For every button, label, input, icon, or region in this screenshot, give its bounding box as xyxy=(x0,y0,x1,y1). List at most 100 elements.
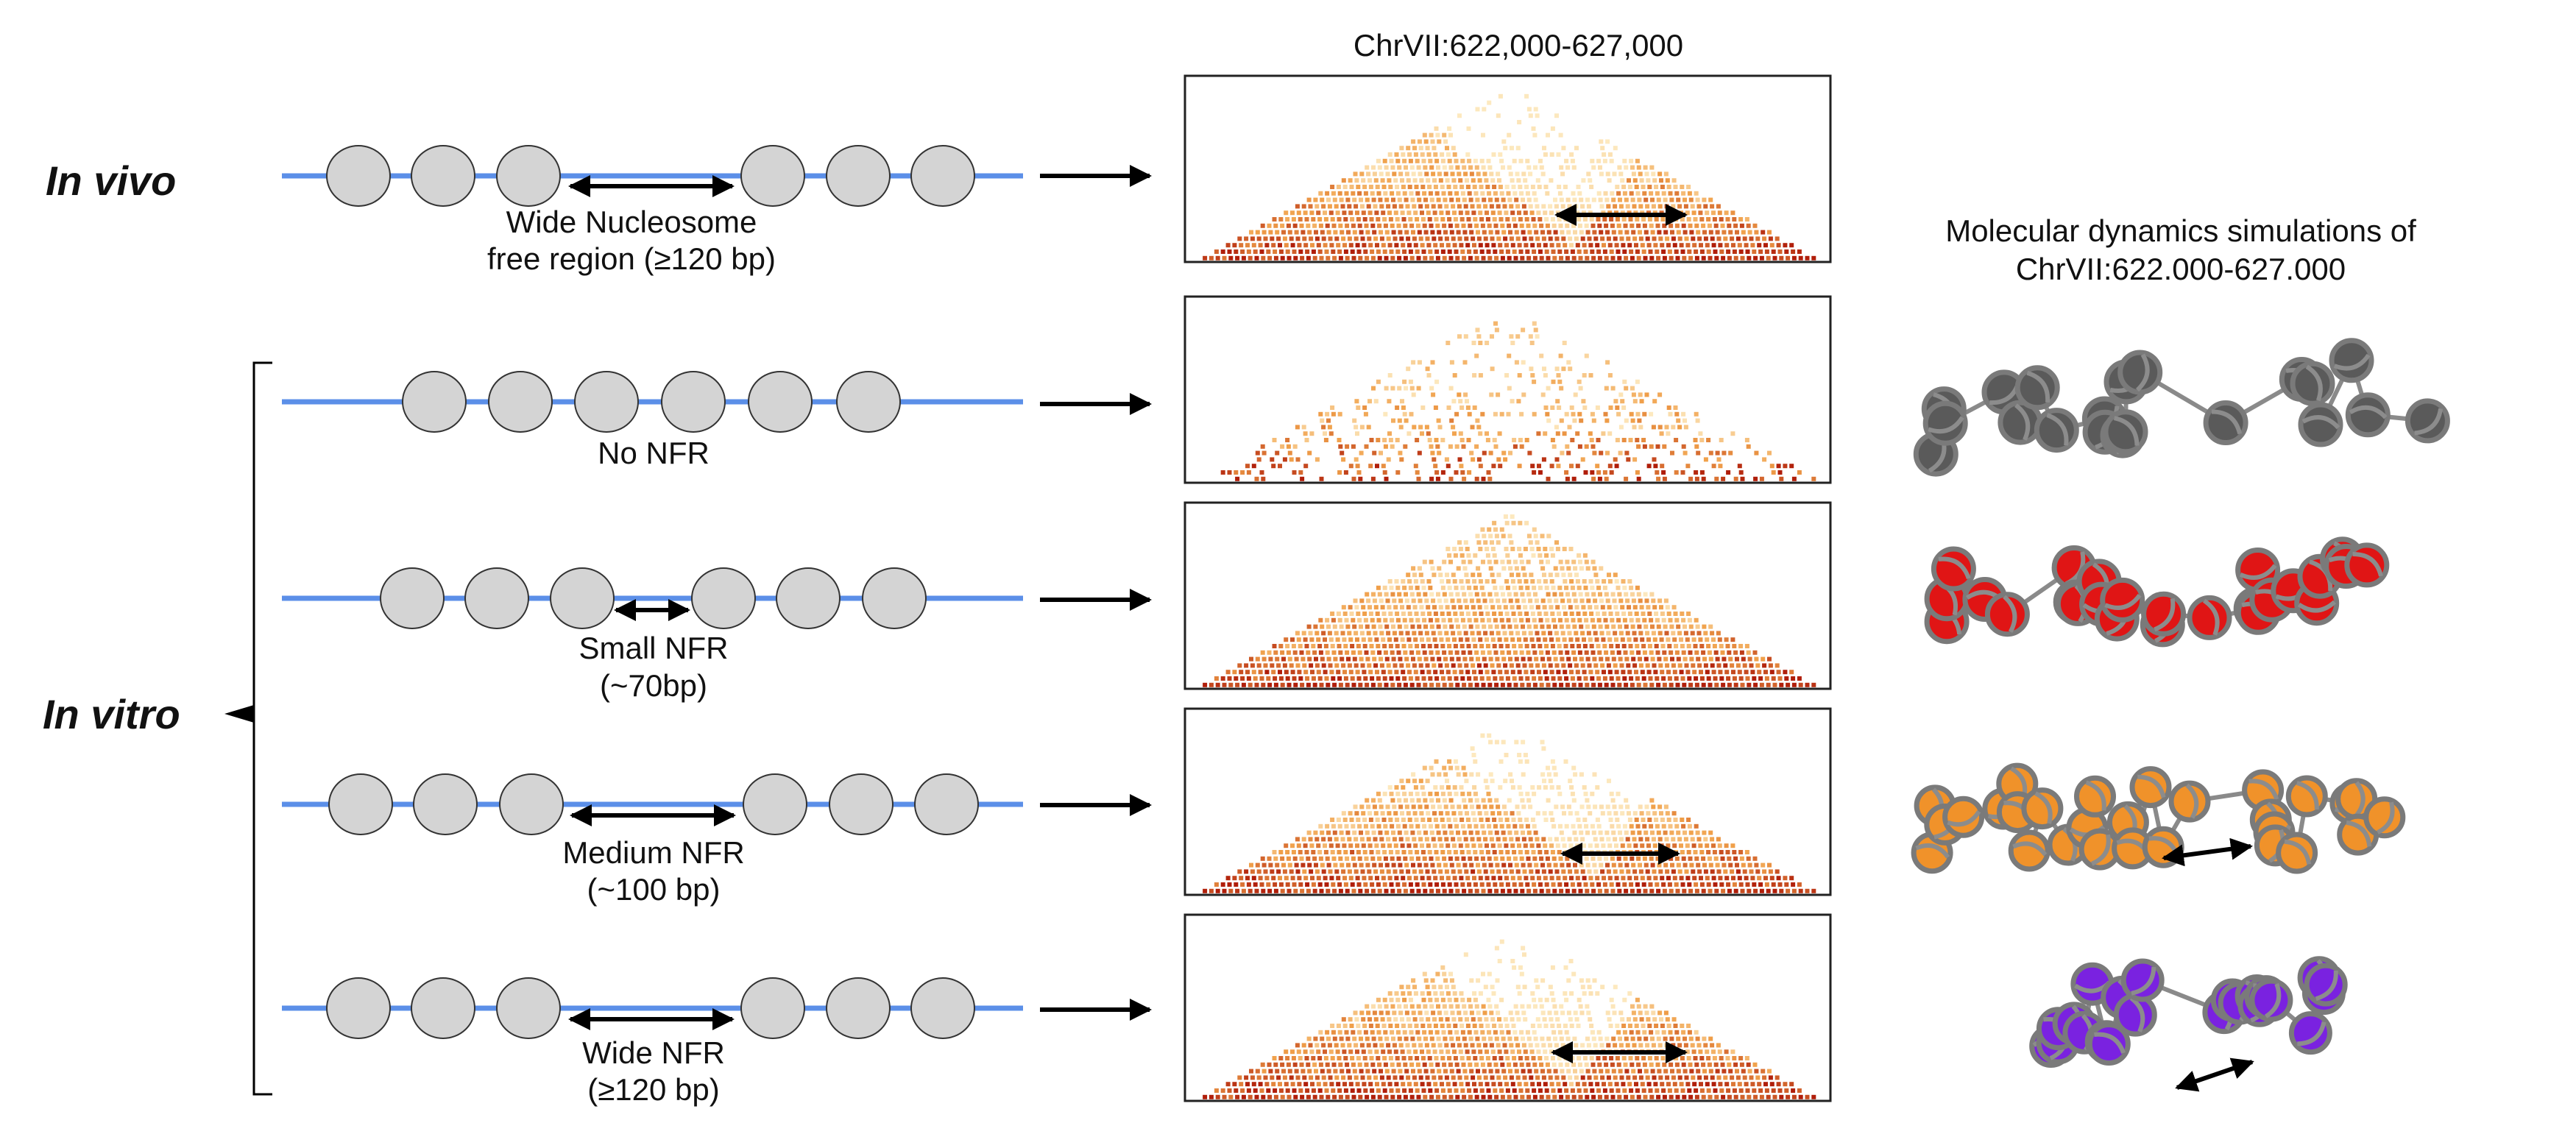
heatmap-cell xyxy=(1738,1056,1744,1060)
heatmap-cell xyxy=(1720,223,1725,228)
heatmap-cell xyxy=(1447,791,1452,796)
heatmap-cell xyxy=(1769,243,1774,248)
heatmap-cell xyxy=(1458,811,1463,816)
heatmap-cell xyxy=(1490,605,1496,610)
heatmap-cell xyxy=(1725,217,1730,222)
heatmap-cell xyxy=(1324,882,1329,887)
heatmap-cell xyxy=(1679,243,1684,248)
heatmap-cell xyxy=(1325,856,1330,861)
heatmap-cell xyxy=(1470,631,1475,636)
heatmap-cell xyxy=(1472,579,1477,584)
heatmap-cell xyxy=(1390,1062,1395,1067)
heatmap-cell xyxy=(1739,1062,1744,1067)
heatmap-cell xyxy=(1317,850,1323,854)
heatmap-cell xyxy=(1439,637,1444,642)
heatmap-cell xyxy=(1403,682,1408,687)
heatmap-cell xyxy=(1479,1024,1484,1028)
heatmap-cell xyxy=(1673,1024,1678,1028)
heatmap-cell xyxy=(1699,644,1705,648)
heatmap-cell xyxy=(1534,656,1539,662)
heatmap-cell xyxy=(1345,444,1350,449)
heatmap-cell xyxy=(1741,230,1746,235)
heatmap-cell xyxy=(1528,171,1533,177)
heatmap-cell xyxy=(1507,559,1512,564)
heatmap-cell xyxy=(1530,612,1535,616)
heatmap-cell xyxy=(1612,1010,1617,1016)
heatmap-cell xyxy=(1689,656,1694,662)
heatmap-cell xyxy=(1482,1036,1487,1041)
heatmap-cell xyxy=(1636,592,1641,597)
heatmap-cell xyxy=(1666,818,1671,822)
heatmap-cell xyxy=(1485,431,1489,436)
nucleosome-track xyxy=(282,145,1023,207)
heatmap-cell xyxy=(1431,598,1436,603)
heatmap-cell xyxy=(1326,1036,1331,1041)
heatmap-cell xyxy=(1659,843,1664,848)
heatmap-cell xyxy=(1618,624,1622,629)
heatmap-cell xyxy=(1370,676,1375,681)
simulated-nucleosome xyxy=(1931,546,1976,592)
heatmap-cell xyxy=(1515,985,1521,990)
heatmap-cell xyxy=(1234,676,1239,681)
heatmap-cell xyxy=(1472,243,1476,248)
heatmap-cell xyxy=(1546,862,1551,868)
heatmap-cell xyxy=(1440,579,1445,584)
heatmap-cell xyxy=(1478,210,1483,216)
heatmap-cell xyxy=(1642,617,1647,623)
heatmap-cell xyxy=(1632,425,1637,430)
heatmap-cell xyxy=(1562,605,1566,610)
heatmap-cell xyxy=(1369,217,1374,222)
heatmap-cell xyxy=(1558,353,1563,358)
heatmap-cell xyxy=(1642,191,1647,196)
heatmap-cell xyxy=(1402,882,1407,887)
heatmap-cell xyxy=(1483,985,1488,990)
heatmap-cell xyxy=(1393,663,1398,668)
heatmap-cell xyxy=(1474,856,1479,861)
heatmap-cell xyxy=(1339,624,1344,629)
heatmap-cell xyxy=(1282,457,1287,462)
heatmap-cell xyxy=(1687,823,1692,829)
heatmap-cell xyxy=(1555,637,1560,642)
heatmap-cell xyxy=(1499,617,1504,623)
heatmap-cell xyxy=(1669,1062,1674,1067)
heatmap-cell xyxy=(1479,185,1484,189)
heatmap-cell xyxy=(1499,997,1504,1002)
heatmap-cell xyxy=(1467,617,1472,623)
heatmap-cell xyxy=(1591,255,1596,261)
heatmap-cell xyxy=(1771,676,1776,681)
heatmap-cell xyxy=(1674,249,1679,254)
heatmap-cell xyxy=(1705,876,1710,881)
heatmap-cell xyxy=(1546,534,1551,539)
heatmap-cell xyxy=(1302,869,1307,874)
heatmap-cell xyxy=(1471,1017,1476,1022)
heatmap-cell xyxy=(1577,882,1582,887)
heatmap-cell xyxy=(1521,1010,1526,1016)
heatmap-cell xyxy=(1543,1024,1549,1028)
heatmap-cell xyxy=(1359,862,1364,868)
heatmap-cell xyxy=(1510,146,1514,151)
heatmap-cell xyxy=(1724,243,1730,248)
heatmap-cell xyxy=(1479,882,1485,887)
heatmap-cell xyxy=(1462,360,1468,365)
heatmap-cell xyxy=(1643,888,1648,893)
heatmap-cell xyxy=(1740,888,1745,893)
heatmap-cell xyxy=(1365,197,1370,202)
heatmap-cell xyxy=(1632,457,1638,462)
heatmap-cell xyxy=(1477,178,1482,183)
heatmap-cell xyxy=(1627,818,1632,822)
heatmap-cell xyxy=(1614,579,1619,584)
heatmap-cell xyxy=(1510,341,1515,345)
heatmap-cell xyxy=(1348,670,1354,675)
heatmap-cell xyxy=(1563,991,1568,996)
heatmap-cell xyxy=(1496,1010,1501,1016)
heatmap-cell xyxy=(1396,1062,1401,1067)
row-label-line2: (≥120 bp) xyxy=(587,1072,719,1107)
heatmap-cell xyxy=(1387,991,1393,996)
heatmap-cell xyxy=(1613,399,1618,404)
heatmap-cell xyxy=(1744,1056,1749,1060)
heatmap-cell xyxy=(1298,882,1303,887)
heatmap-cell xyxy=(1278,676,1284,681)
heatmap-cell xyxy=(1371,592,1376,597)
nucleosome xyxy=(826,977,891,1039)
heatmap-cell xyxy=(1374,210,1379,216)
